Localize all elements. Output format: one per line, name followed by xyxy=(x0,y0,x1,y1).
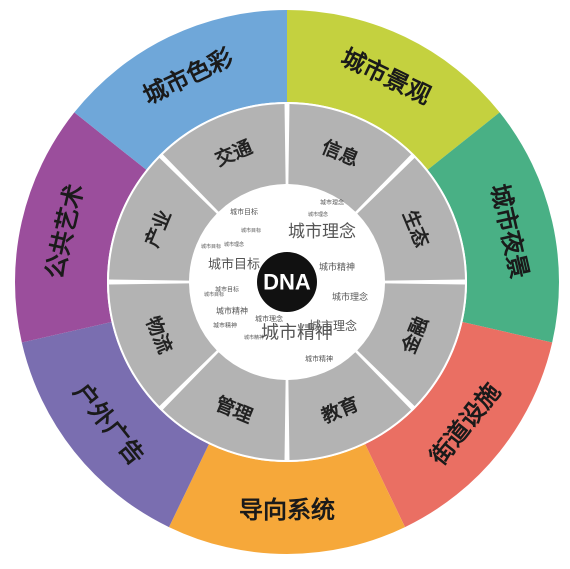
word-cloud-item: 城市理念 xyxy=(309,318,357,333)
word-cloud-item: 城市理念 xyxy=(288,221,356,242)
center-circle xyxy=(257,252,317,312)
middle-segment xyxy=(357,157,465,281)
outer-segment xyxy=(365,322,553,528)
middle-segment xyxy=(109,283,217,407)
middle-segment xyxy=(288,104,412,212)
word-cloud-item: 城市精神 xyxy=(244,334,264,341)
word-cloud-item: 城市精神 xyxy=(213,322,237,330)
outer-segment xyxy=(287,10,500,170)
word-cloud-item: 城市精神 xyxy=(261,323,333,344)
center-label: DNA xyxy=(263,270,311,295)
word-cloud-item: 城市目标 xyxy=(215,286,239,294)
word-cloud-item: 城市精神 xyxy=(216,306,248,316)
word-cloud-item: 城市精神 xyxy=(319,261,355,273)
word-cloud-item: 城市精神 xyxy=(305,354,333,363)
word-cloud: 城市理念城市目标城市精神城市理念城市精神城市目标城市理念城市理念城市精神城市理念… xyxy=(201,199,368,364)
word-cloud-item: 城市理念 xyxy=(255,314,283,323)
word-cloud-item: 城市目标 xyxy=(241,227,261,234)
outer-segment xyxy=(74,10,288,170)
word-cloud-item: 城市理念 xyxy=(320,199,344,207)
word-cloud-item: 城市目标 xyxy=(201,243,221,250)
outer-segment xyxy=(168,444,406,554)
middle-segment xyxy=(357,283,465,407)
middle-segment xyxy=(162,104,286,212)
middle-segment xyxy=(162,352,286,460)
word-cloud-item: 城市理念 xyxy=(224,241,244,248)
word-cloud-item: 城市目标 xyxy=(204,291,224,298)
outer-segment xyxy=(427,112,560,343)
center-node: DNA xyxy=(257,252,317,312)
outer-segment xyxy=(21,322,209,528)
word-cloud-item: 城市理念 xyxy=(308,211,328,218)
outer-segment-label: 导向系统 xyxy=(239,496,335,524)
middle-segment xyxy=(288,352,412,460)
outer-segment xyxy=(14,112,147,343)
word-cloud-item: 城市目标 xyxy=(208,257,260,273)
word-cloud-item: 城市目标 xyxy=(230,207,258,216)
word-cloud-item: 城市理念 xyxy=(332,291,368,303)
middle-segment xyxy=(109,157,217,281)
